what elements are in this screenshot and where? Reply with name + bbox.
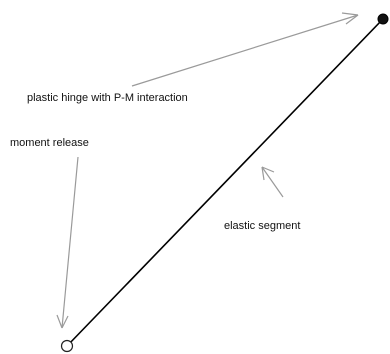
element-member-line <box>66 18 384 347</box>
moment-release-label: moment release <box>10 137 89 149</box>
plastic-hinge-pointer <box>131 12 359 87</box>
moment-release-node <box>60 339 74 353</box>
elastic-segment-pointer <box>261 166 284 198</box>
moment-release-pointer <box>56 156 79 329</box>
plastic-hinge-node <box>377 13 389 25</box>
elastic-segment-label: elastic segment <box>224 220 300 232</box>
plastic-hinge-label: plastic hinge with P-M interaction <box>27 92 188 104</box>
